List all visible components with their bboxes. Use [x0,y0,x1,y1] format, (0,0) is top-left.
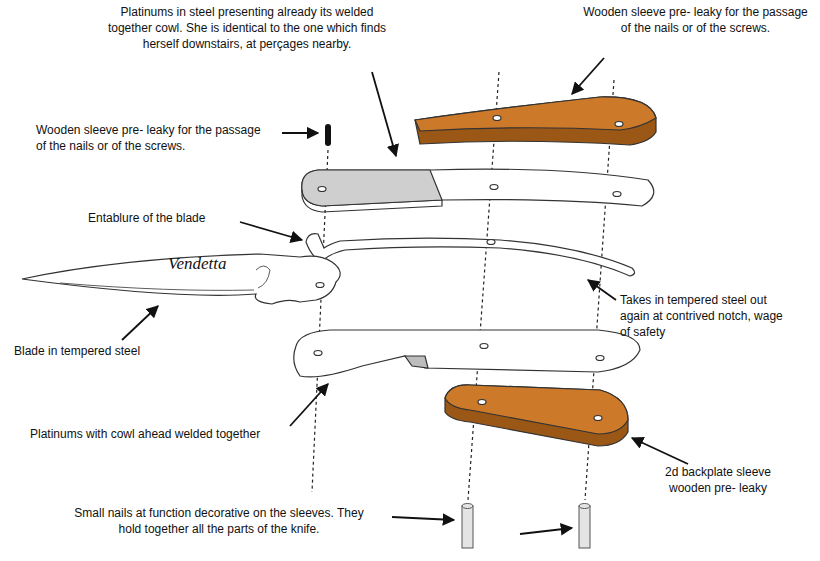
callout-text: Wooden sleeve pre- leaky for the passage… [578,4,813,36]
blade [22,254,340,304]
nail [462,504,590,549]
wooden-sleeve [445,385,628,446]
spring [306,234,635,276]
blade-inscription: Vendetta [168,254,227,274]
callout-text: Entablure of the blade [88,210,205,226]
steel-liner [302,169,654,212]
wooden-sleeve [415,97,656,145]
callout-text: Takes in tempered steel out again at con… [620,292,795,340]
callout-text: Platinums in steel presenting already it… [97,4,397,52]
pin [325,124,331,146]
callout-text: 2d backplate sleeve wooden pre- leaky [654,464,782,496]
callout-text: Small nails at function decorative on th… [73,505,365,537]
callout-text: Platinums with cowl ahead welded togethe… [30,426,260,442]
steel-liner [294,330,640,377]
callout-text: Blade in tempered steel [14,343,140,359]
callout-text: Wooden sleeve pre- leaky for the passage… [36,122,271,154]
